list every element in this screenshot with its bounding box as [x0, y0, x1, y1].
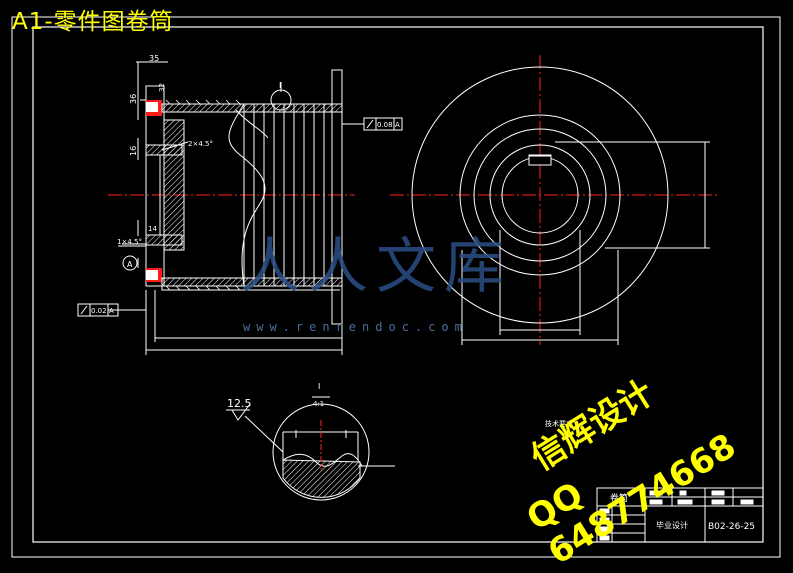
drawing-number: B02-26-25 [708, 522, 755, 532]
watermark-logo: 人人文库 [240, 232, 512, 302]
tolerance-frame-bottom: 0.02 A [77, 303, 119, 317]
tolerance-top-value: 0.08 [377, 121, 393, 129]
tolerance-top-datum: A [395, 121, 400, 129]
datum-a-label: A [127, 260, 133, 269]
dim-36: 36 [129, 94, 138, 104]
dim-16: 16 [129, 146, 138, 156]
watermark-site: www.renrendoc.com [243, 320, 468, 334]
dim-32: 32 [158, 83, 166, 92]
chamfer-label-1: 2×4.5° [188, 140, 213, 148]
tolerance-bottom-datum: A [109, 307, 114, 315]
front-section-view [108, 61, 364, 355]
groove-lines [243, 104, 325, 286]
tech-requirements: 技术要求 [545, 419, 573, 428]
tolerance-frame-top: 0.08 A [363, 117, 403, 131]
side-view [390, 55, 720, 345]
inner-frame [32, 26, 764, 543]
dim-14: 14 [148, 225, 157, 233]
title-block [596, 487, 764, 543]
tolerance-bottom-value: 0.02 [91, 307, 107, 315]
dim-35: 35 [149, 54, 159, 63]
part-name: 卷筒 [610, 492, 628, 504]
detail-view [226, 396, 395, 501]
datum-a-marker [122, 255, 138, 271]
section-marker-label: I [279, 81, 281, 90]
roughness-value: 12.5 [227, 397, 252, 410]
detail-title: I [318, 382, 320, 391]
chamfer-label-2: 1×4.5° [117, 238, 142, 246]
drawing-title: A1-零件图卷筒 [12, 9, 174, 35]
outer-frame [11, 16, 781, 558]
detail-scale: 4:1 [313, 400, 324, 408]
project-label: 毕业设计 [656, 520, 688, 530]
